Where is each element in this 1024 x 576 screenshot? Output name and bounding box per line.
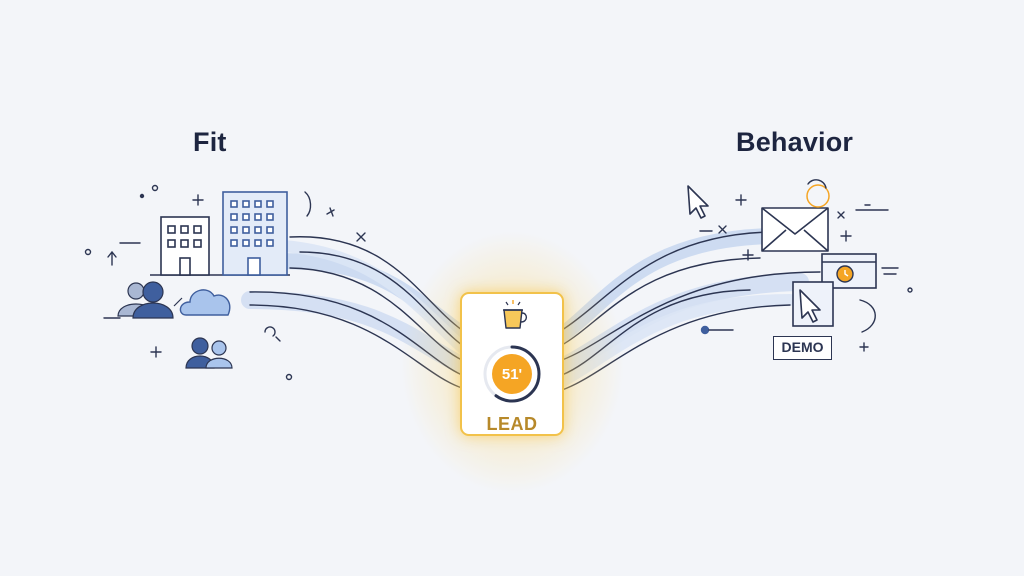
lead-card: 51' LEAD [460, 292, 564, 436]
envelope-icon [761, 207, 829, 252]
fit-heading: Fit [193, 127, 227, 157]
demo-badge: DEMO [773, 336, 832, 360]
right-decorations [699, 179, 913, 352]
coffee-cup-icon [503, 300, 528, 329]
click-window-icon [792, 281, 834, 327]
cloud-icon [179, 289, 231, 316]
cursor-arrow-icon [687, 185, 709, 219]
left-decorations [84, 184, 366, 381]
people-icon [117, 281, 174, 319]
tall-building-icon [222, 191, 288, 276]
lead-label: LEAD [486, 414, 538, 434]
office-building-icon [160, 216, 210, 276]
notification-circle [806, 184, 830, 208]
score-gauge-arc [483, 345, 541, 403]
lead-score: 51' [502, 366, 522, 383]
people-small-icon [185, 337, 233, 369]
behavior-heading: Behavior [736, 127, 854, 157]
score-gauge-icon: 51' [483, 345, 541, 403]
connector-squiggle [173, 297, 183, 307]
